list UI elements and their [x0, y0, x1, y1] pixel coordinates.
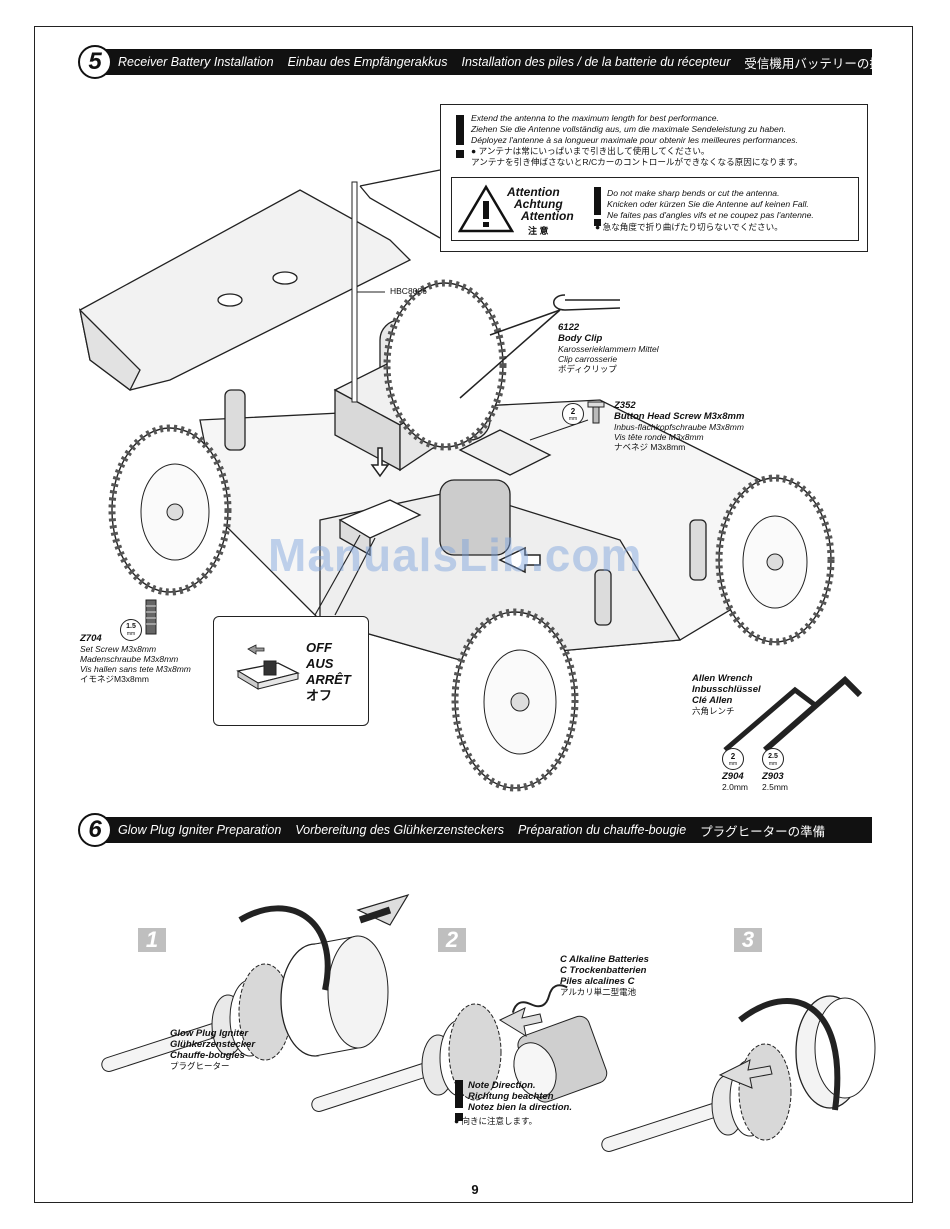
wheel-front-right	[715, 474, 835, 646]
exclamation-icon	[456, 115, 464, 158]
attention-ja: 注 意	[528, 226, 549, 236]
step5-title-de: Einbau des Empfängerakkus	[287, 55, 448, 69]
switch-off-fr: ARRÊT	[306, 672, 351, 687]
exclamation-icon-2	[594, 187, 601, 226]
set-screw-size-badge: 1.5 mm	[120, 619, 142, 641]
antenna-code-label: HBC8086	[390, 286, 427, 296]
substep-3: 3	[734, 927, 762, 952]
allen-wrench-label: Allen Wrench Inbusschlüssel Clé Allen 六角…	[692, 673, 761, 717]
wheel-rear-right	[383, 279, 507, 451]
note-exclamation-icon	[455, 1080, 463, 1121]
step5-title-bar: Receiver Battery Installation Einbau des…	[96, 49, 894, 75]
warning-triangle-icon	[458, 184, 514, 233]
caution-line-ja: ● 急な角度で折り曲げたり切らないでください。	[595, 222, 783, 232]
receiver-switch-inset: OFF AUS ARRÊT オフ	[213, 616, 369, 726]
wrench-2-5mm-label: Z903 2.5mm	[762, 771, 788, 793]
warning-line-ja1: ● アンテナは常にいっぱいまで引き出して使用してください。	[471, 146, 710, 156]
switch-off-de: AUS	[306, 656, 334, 671]
wheel-rear-left	[108, 424, 232, 596]
igniter-step3	[599, 995, 876, 1154]
warning-line-ja2: アンテナを引き伸ばさないとR/Cカーのコントロールができなくなる原因になります。	[471, 157, 803, 167]
igniter-step1	[99, 893, 410, 1074]
warning-line-de: Ziehen Sie die Antenne vollständig aus, …	[471, 124, 786, 134]
step5-number: 5	[78, 45, 112, 79]
page-number: 9	[471, 1182, 479, 1197]
igniter-label: Glow Plug Igniter Glühkerzenstecker Chau…	[170, 1028, 256, 1072]
caution-line-fr: Ne faites pas d'angles vifs et ne coupez…	[607, 210, 814, 220]
step6-title-bar: Glow Plug Igniter Preparation Vorbereitu…	[96, 817, 872, 843]
switch-off-ja: オフ	[306, 688, 333, 703]
igniter-step2	[309, 984, 608, 1114]
note-direction-ja: ● 向きに注意します。	[454, 1116, 538, 1126]
warning-line-en: Extend the antenna to the maximum length…	[471, 113, 719, 123]
page-frame	[34, 26, 913, 1203]
wrench-2mm-badge: 2 mm	[722, 748, 744, 770]
caution-box: Attention Achtung Attention 注 意 Do not m…	[451, 177, 859, 241]
batteries-label: C Alkaline Batteries C Trockenbatterien …	[560, 954, 649, 998]
step5-title-ja: 受信機用バッテリーの搭載	[744, 56, 895, 71]
step6-title-de: Vorbereitung des Glühkerzensteckers	[295, 823, 504, 837]
wrench-2mm-label: Z904 2.0mm	[722, 771, 748, 793]
attention-en: Attention	[507, 185, 560, 199]
step5-title-en: Receiver Battery Installation	[118, 55, 274, 69]
glow-igniter-illustrations	[99, 893, 876, 1154]
step6-title-fr: Préparation du chauffe-bougie	[517, 823, 687, 837]
step5-title-fr: Installation des piles / de la batterie …	[461, 55, 731, 69]
switch-icon	[236, 644, 300, 690]
caution-line-en: Do not make sharp bends or cut the anten…	[607, 188, 780, 198]
attention-de: Achtung	[514, 197, 563, 211]
set-screw-part	[145, 599, 157, 635]
body-clip-part	[459, 294, 621, 399]
wrench-2-5mm-badge: 2.5 mm	[762, 748, 784, 770]
allen-wrench-part	[723, 675, 863, 753]
caution-line-de: Knicken oder kürzen Sie die Antenne auf …	[607, 199, 809, 209]
wheel-front-left	[451, 608, 579, 792]
step6-title-en: Glow Plug Igniter Preparation	[118, 823, 282, 837]
warning-line-fr: Déployez l'antenne à sa longueur maximal…	[471, 135, 798, 145]
button-screw-label: Z352 Button Head Screw M3x8mm Inbus-flac…	[614, 400, 745, 453]
substep-2: 2	[438, 927, 466, 952]
antenna	[351, 181, 385, 403]
body-clip-label: 6122 Body Clip Karosserieklammern Mittel…	[558, 322, 659, 375]
note-direction-label: Note Direction. Richtung beachten Notez …	[468, 1080, 572, 1113]
antenna-warning-box: Extend the antenna to the maximum length…	[440, 104, 868, 252]
button-screw-size-badge: 2 mm	[562, 403, 584, 425]
switch-off-en: OFF	[306, 640, 332, 655]
watermark: ManualsLib.com	[268, 529, 643, 581]
substep-1: 1	[138, 927, 166, 952]
step6-number: 6	[78, 813, 112, 847]
buggy-illustration	[78, 169, 863, 792]
step6-title-ja: プラグヒーターの準備	[700, 824, 826, 839]
set-screw-label: Z704 Set Screw M3x8mm Madenschraube M3x8…	[80, 633, 191, 685]
attention-fr: Attention	[521, 209, 574, 223]
